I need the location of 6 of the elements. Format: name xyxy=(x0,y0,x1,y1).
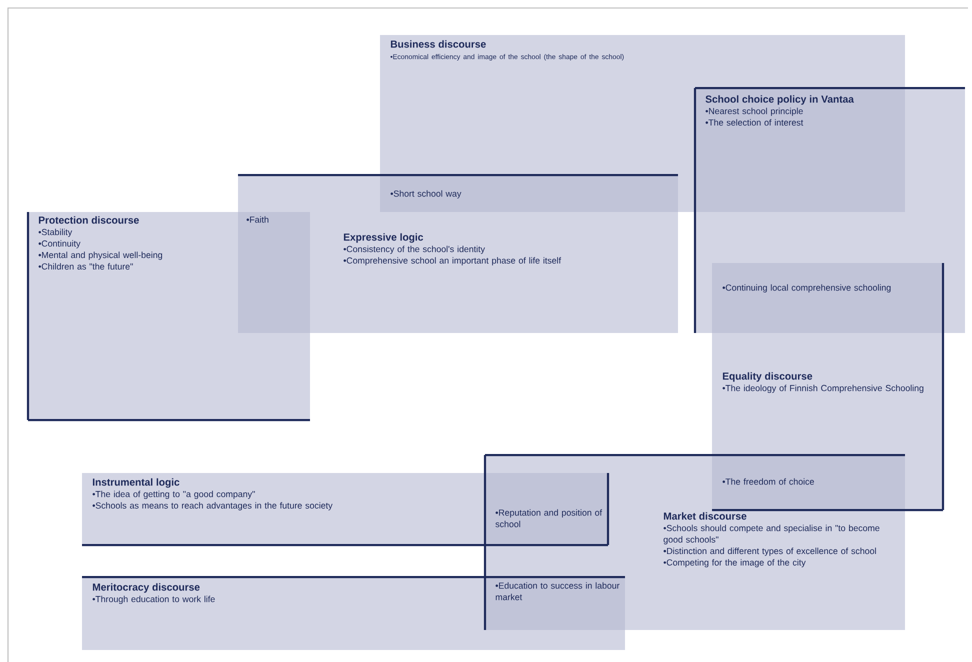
overlap-box: •Short school way xyxy=(380,175,678,212)
overlap-box: •Continuing local comprehensive schooling xyxy=(712,263,943,333)
overlap-box: •Faith xyxy=(238,212,310,333)
overlap-box: •Education to success in labour market xyxy=(485,577,625,630)
discourse-box: Instrumental logic •The idea of getting to "a good company" •Schools as means to reach advantages in the future society xyxy=(82,473,485,545)
overlap-box: •The freedom of choice xyxy=(712,455,905,510)
